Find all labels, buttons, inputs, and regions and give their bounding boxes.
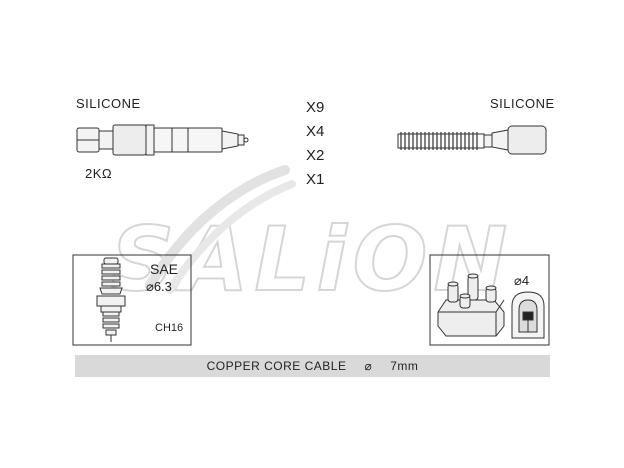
spark-plug-drawing (96, 257, 126, 342)
spark-plug-box (72, 254, 192, 346)
coil-box (429, 254, 550, 346)
left-cable-material: SILICONE (76, 96, 141, 111)
quantity-list: X9 X4 X2 X1 (306, 96, 324, 192)
terminal-drawing (511, 291, 545, 339)
coil-diameter: ⌀4 (514, 273, 530, 288)
quantity-item: X2 (306, 147, 325, 164)
footer-diameter-symbol: ⌀ (364, 359, 373, 373)
distributor-cap-drawing (437, 273, 505, 337)
right-cable-material: SILICONE (490, 96, 555, 111)
footer-bar: COPPER CORE CABLE ⌀ 7mm (75, 355, 550, 377)
spark-plug-code: CH16 (155, 322, 184, 334)
left-connector-drawing (76, 124, 249, 156)
footer-size: 7mm (390, 359, 419, 373)
footer-label: COPPER CORE CABLE (206, 359, 347, 373)
quantity-item: X1 (306, 171, 325, 188)
watermark-text: SALiON (111, 208, 513, 311)
right-connector-drawing (397, 125, 547, 155)
spark-plug-standard: SAE (150, 261, 179, 277)
quantity-item: X4 (306, 123, 325, 140)
spark-plug-diameter: ⌀6.3 (146, 279, 172, 294)
quantity-item: X9 (306, 99, 325, 116)
left-cable-resistance: 2KΩ (85, 166, 113, 181)
